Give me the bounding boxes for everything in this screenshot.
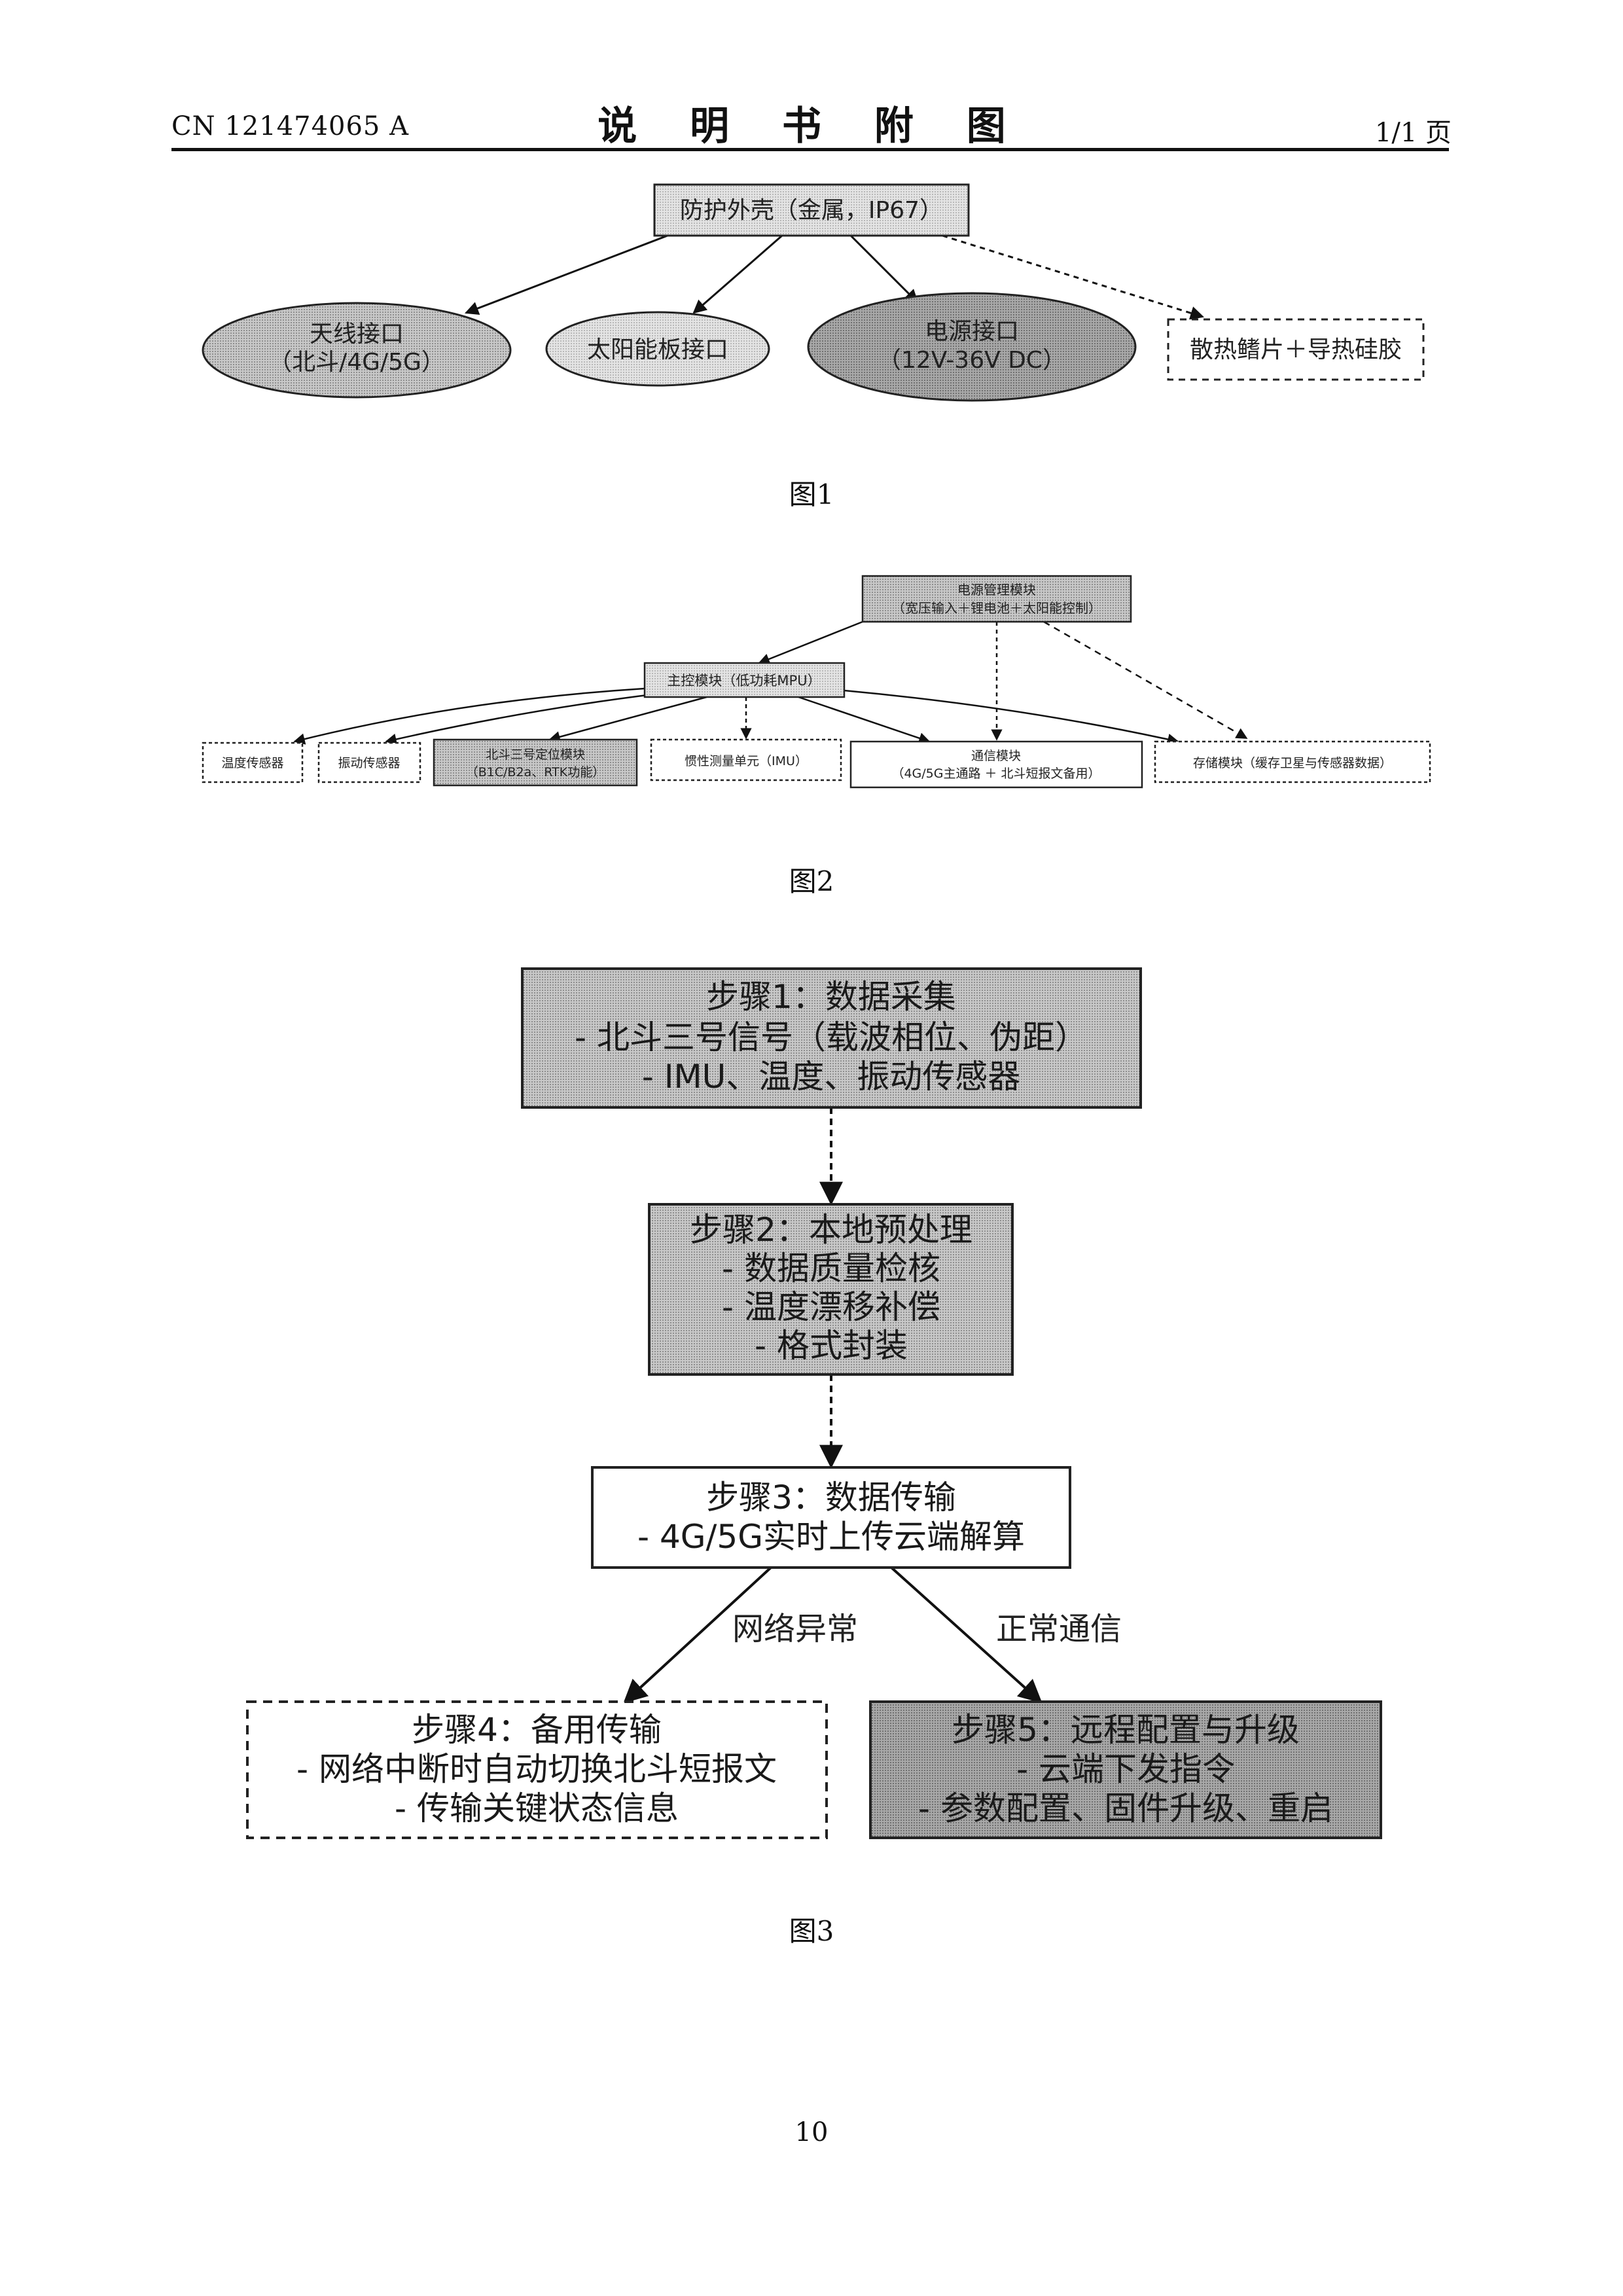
fig2-edge-main-temp — [294, 689, 645, 742]
fig2-vib-label: 振动传感器 — [338, 756, 400, 770]
fig2-imu-module: 惯性测量单元（IMU） — [651, 740, 841, 780]
fig1-power-label1: 电源接口 — [925, 318, 1019, 345]
fig3-step4-line2: - 传输关键状态信息 — [395, 1789, 679, 1827]
fig3-step2-box: 步骤2：本地预处理 - 数据质量检核 - 温度漂移补偿 - 格式封装 — [649, 1204, 1012, 1374]
fig2-comm-module: 通信模块 （4G/5G主通路 ＋ 北斗短报文备用） — [851, 742, 1142, 787]
fig3-step1-line2: - IMU、温度、振动传感器 — [642, 1058, 1020, 1096]
fig1-edges — [466, 236, 1203, 317]
fig3-step3-box: 步骤3：数据传输 - 4G/5G实时上传云端解算 — [592, 1467, 1070, 1568]
fig1-enclosure-label: 防护外壳（金属，IP67） — [680, 197, 943, 224]
fig3-step5-line2: - 参数配置、固件升级、重启 — [918, 1789, 1333, 1827]
fig3-step5-box: 步骤5：远程配置与升级 - 云端下发指令 - 参数配置、固件升级、重启 — [870, 1702, 1381, 1838]
fig1-antenna-node: 天线接口 （北斗/4G/5G） — [203, 303, 510, 397]
fig2-edge-power-main — [759, 622, 863, 663]
fig2-edge-main-storage — [844, 691, 1178, 742]
fig3-step2-line3: - 格式封装 — [755, 1327, 908, 1365]
fig3-edge-label-abnormal: 网络异常 — [732, 1611, 858, 1647]
fig2-storage-module: 存储模块（缓存卫星与传感器数据） — [1155, 742, 1430, 782]
fig2-power-module: 电源管理模块 （宽压输入＋锂电池＋太阳能控制） — [863, 576, 1131, 622]
fig2-caption: 图2 — [0, 859, 1623, 899]
fig3-step5-title: 步骤5：远程配置与升级 — [952, 1711, 1300, 1749]
fig2-main-label: 主控模块（低功耗MPU） — [667, 673, 821, 689]
fig2-edge-main-bds — [550, 697, 707, 740]
fig3-step1-line1: - 北斗三号信号（载波相位、伪距） — [575, 1018, 1088, 1056]
fig2-edge-main-comm — [798, 697, 929, 742]
fig3-step5-line1: - 云端下发指令 — [1016, 1750, 1235, 1788]
fig1-solar-label: 太阳能板接口 — [587, 336, 728, 363]
fig2-comm-label2: （4G/5G主通路 ＋ 北斗短报文备用） — [891, 766, 1100, 781]
fig2-power-label2: （宽压输入＋锂电池＋太阳能控制） — [892, 600, 1101, 616]
fig1-antenna-label1: 天线接口 — [310, 321, 404, 348]
fig3-step1-box: 步骤1：数据采集 - 北斗三号信号（载波相位、伪距） - IMU、温度、振动传感… — [522, 969, 1141, 1107]
fig2-storage-label: 存储模块（缓存卫星与传感器数据） — [1193, 756, 1392, 770]
fig2-edge-main-vib — [386, 694, 658, 742]
fig3-step3-line1: - 4G/5G实时上传云端解算 — [637, 1518, 1025, 1556]
fig2-imu-label: 惯性测量单元（IMU） — [685, 754, 808, 768]
fig3-step4-title: 步骤4：备用传输 — [412, 1711, 662, 1749]
fig1-heat-label: 散热鳍片＋导热硅胶 — [1190, 336, 1402, 363]
fig1-power-label2: （12V-36V DC） — [878, 347, 1066, 374]
fig1-caption: 图1 — [0, 473, 1623, 512]
fig1-edge-power — [851, 236, 918, 302]
fig1-power-node: 电源接口 （12V-36V DC） — [808, 293, 1135, 401]
fig3-step1-title: 步骤1：数据采集 — [706, 978, 956, 1016]
fig3-step2-line2: - 温度漂移补偿 — [722, 1288, 940, 1326]
fig3-step4-line1: - 网络中断时自动切换北斗短报文 — [296, 1750, 777, 1788]
fig2-bds-label1: 北斗三号定位模块 — [486, 747, 585, 762]
fig2-temp-module: 温度传感器 — [203, 743, 302, 782]
fig3-edge-label-normal: 正常通信 — [996, 1611, 1122, 1647]
fig1-edge-antenna — [466, 236, 668, 313]
figure1: 防护外壳（金属，IP67） 天线接口 （北斗/4G/5G） 太阳能板接口 电源接… — [203, 185, 1423, 401]
figure3: 网络异常 正常通信 步骤1：数据采集 - 北斗三号信号（载波相位、伪距） - I… — [247, 969, 1381, 1838]
fig2-vib-module: 振动传感器 — [319, 743, 420, 782]
fig2-power-label1: 电源管理模块 — [957, 582, 1036, 598]
fig2-main-module: 主控模块（低功耗MPU） — [645, 663, 844, 697]
fig1-solar-node: 太阳能板接口 — [546, 312, 769, 386]
fig2-temp-label: 温度传感器 — [221, 756, 283, 770]
fig2-comm-label1: 通信模块 — [971, 749, 1021, 763]
fig2-bds-label2: （B1C/B2a、RTK功能） — [466, 765, 605, 780]
fig3-caption: 图3 — [0, 1909, 1623, 1949]
fig1-enclosure-box: 防护外壳（金属，IP67） — [654, 185, 969, 236]
fig2-bds-module: 北斗三号定位模块 （B1C/B2a、RTK功能） — [434, 740, 637, 785]
fig3-step2-line1: - 数据质量检核 — [722, 1249, 940, 1287]
fig1-heat-node: 散热鳍片＋导热硅胶 — [1168, 319, 1423, 380]
page-number: 10 — [0, 2117, 1623, 2147]
fig3-step4-box: 步骤4：备用传输 - 网络中断时自动切换北斗短报文 - 传输关键状态信息 — [247, 1702, 827, 1838]
fig1-antenna-label2: （北斗/4G/5G） — [268, 349, 445, 376]
fig3-step2-title: 步骤2：本地预处理 — [690, 1211, 972, 1249]
fig1-edge-solar — [694, 236, 782, 313]
figure2: 电源管理模块 （宽压输入＋锂电池＋太阳能控制） 主控模块（低功耗MPU） 温度传… — [203, 576, 1430, 787]
fig3-step3-title: 步骤3：数据传输 — [706, 1479, 956, 1516]
